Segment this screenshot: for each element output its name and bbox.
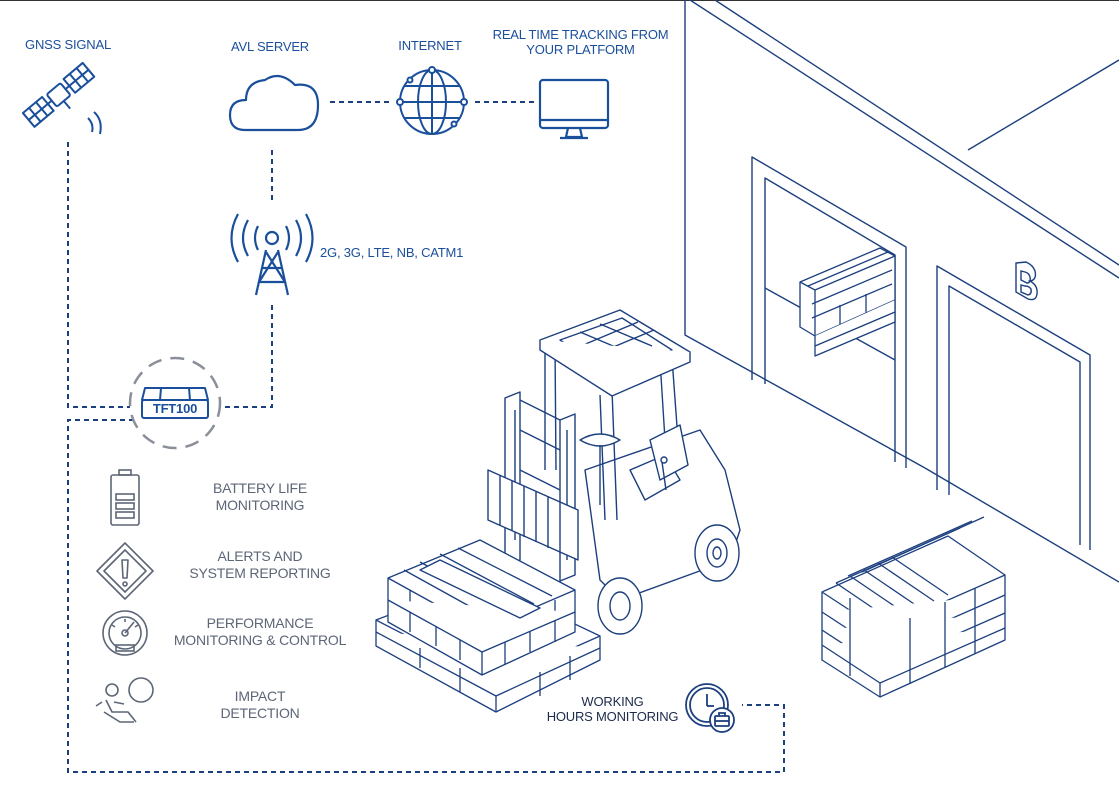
monitor-icon: [538, 78, 610, 140]
working-hours-label: WORKING HOURS MONITORING: [546, 694, 679, 724]
globe-icon: [396, 66, 468, 135]
device-name-label: TFT100: [152, 401, 198, 416]
tft100-device-icon: [141, 387, 209, 419]
forklift: [487, 309, 741, 635]
warning-icon: [96, 542, 154, 600]
impact-icon: [95, 677, 154, 723]
door-letter-label: B: [1060, 300, 1061, 301]
realtime-tracking-label: REAL TIME TRACKING FROM YOUR PLATFORM: [492, 27, 669, 57]
gauge-icon: [102, 610, 148, 656]
satellite-icon: [21, 61, 102, 135]
door-b-letter: [1015, 261, 1038, 301]
avl-server-label: AVL SERVER: [231, 39, 309, 54]
cell-tower-icon: [230, 213, 314, 296]
device-dashed-ring: [128, 356, 222, 450]
connection-lines: [67, 101, 785, 773]
feature-impact-label: IMPACT DETECTION: [220, 688, 300, 721]
cloud-icon: [228, 74, 320, 132]
gnss-signal-label: GNSS SIGNAL: [25, 37, 111, 52]
feature-performance-label: PERFORMANCE MONITORING & CONTROL: [173, 615, 347, 648]
internet-label: INTERNET: [398, 38, 462, 53]
warehouse: [684, 0, 1119, 583]
battery-icon: [110, 469, 140, 526]
clock-briefcase-icon: [685, 683, 735, 733]
stacked-pallets-in-door: [799, 247, 896, 357]
network-types-label: 2G, 3G, LTE, NB, CATM1: [320, 245, 464, 260]
feature-battery-label: BATTERY LIFE MONITORING: [212, 480, 308, 513]
floor-pallets: [821, 516, 1006, 698]
feature-alerts-label: ALERTS AND SYSTEM REPORTING: [189, 548, 331, 581]
boxes-on-pallet: [375, 539, 601, 713]
